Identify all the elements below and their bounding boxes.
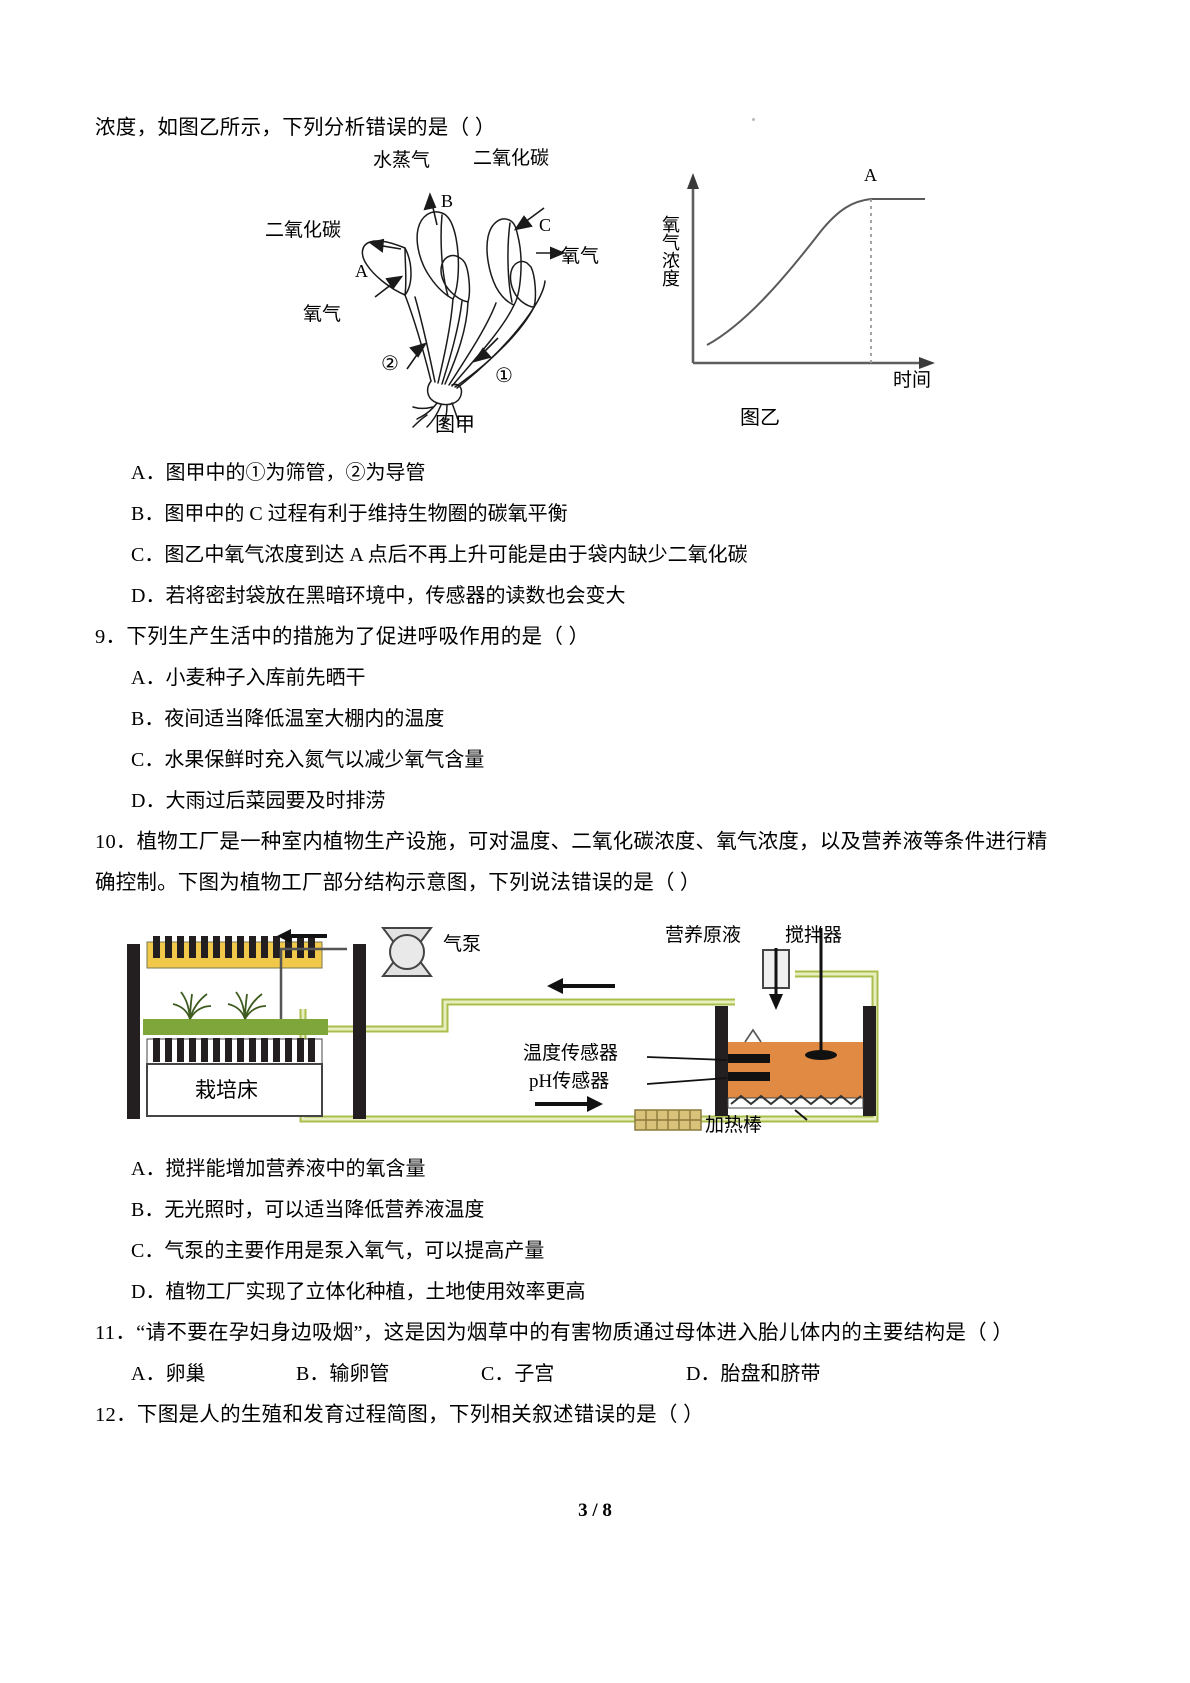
label-heating-rod: 加热棒 bbox=[705, 1115, 763, 1136]
label-o2-right: 氧气 bbox=[561, 246, 600, 267]
label-mark-b: B bbox=[441, 191, 454, 211]
label-ph-sensor: pH传感器 bbox=[529, 1071, 610, 1092]
figure-jia-plant-diagram: 水蒸气 二氧化碳 二氧化碳 氧气 氧气 A B C ② ① bbox=[255, 148, 599, 428]
q9-stem-text: 下列生产生活中的措施为了促进呼吸作用的是（ ） bbox=[126, 626, 590, 648]
q12-stem-text: 下图是人的生殖和发育过程简图，下列相关叙述错误的是（ ） bbox=[136, 1404, 704, 1426]
label-number-1: ① bbox=[495, 365, 513, 387]
stray-dot-artifact bbox=[752, 118, 755, 121]
chart-xlabel: 时间 bbox=[893, 370, 932, 391]
q8-figure-group: 水蒸气 二氧化碳 二氧化碳 氧气 氧气 A B C ② ① bbox=[95, 148, 1095, 453]
q10-number: 10． bbox=[95, 831, 137, 853]
label-water-vapor: 水蒸气 bbox=[373, 150, 431, 171]
q10-stem-line2: 确控制。下图为植物工厂部分结构示意图，下列说法错误的是（ ） bbox=[95, 872, 701, 894]
chart-ylabel: 氧气浓度 bbox=[660, 215, 680, 287]
figure-yi-chart: 氧气浓度 A 时间 bbox=[635, 163, 965, 423]
q11-option-a[interactable]: A．卵巢 bbox=[131, 1363, 206, 1385]
q9-stem: 9．下列生产生活中的措施为了促进呼吸作用的是（ ） bbox=[95, 617, 1095, 658]
label-number-2: ② bbox=[381, 353, 399, 375]
q8-option-c[interactable]: C．图乙中氧气浓度到达 A 点后不再上升可能是由于袋内缺少二氧化碳 bbox=[131, 544, 748, 566]
q8-option-a[interactable]: A．图甲中的①为筛管，②为导管 bbox=[131, 462, 426, 484]
label-mark-c: C bbox=[539, 215, 552, 235]
chart-point-label-a: A bbox=[864, 165, 877, 185]
q8-option-d[interactable]: D．若将密封袋放在黑暗环境中，传感器的读数也会变大 bbox=[131, 585, 626, 607]
label-nutrient-stock: 营养原液 bbox=[665, 925, 742, 946]
q8-stem-continued: 浓度，如图乙所示，下列分析错误的是（ ） bbox=[95, 117, 496, 139]
label-grow-bed: 栽培床 bbox=[195, 1078, 258, 1102]
q10-plant-factory-diagram: 气泵 营养原液 搅拌器 温度传感器 pH传感器 加热棒 栽培床 bbox=[95, 914, 1095, 1149]
q11-option-b[interactable]: B．输卵管 bbox=[296, 1363, 390, 1385]
q10-option-c[interactable]: C．气泵的主要作用是泵入氧气，可以提高产量 bbox=[131, 1240, 545, 1262]
page-footer: 3 / 8 bbox=[578, 1500, 612, 1521]
label-temperature-sensor: 温度传感器 bbox=[523, 1043, 619, 1064]
label-mark-a: A bbox=[355, 261, 368, 281]
q11-option-d[interactable]: D．胎盘和脐带 bbox=[686, 1363, 821, 1385]
q9-number: 9． bbox=[95, 626, 127, 648]
page-content: 浓度，如图乙所示，下列分析错误的是（ ） bbox=[95, 108, 1095, 1436]
q8-option-b[interactable]: B．图甲中的 C 过程有利于维持生物圈的碳氧平衡 bbox=[131, 503, 568, 525]
q10-option-b[interactable]: B．无光照时，可以适当降低营养液温度 bbox=[131, 1199, 485, 1221]
q12-stem: 12．下图是人的生殖和发育过程简图，下列相关叙述错误的是（ ） bbox=[95, 1395, 1095, 1436]
q10-stem-line1: 植物工厂是一种室内植物生产设施，可对温度、二氧化碳浓度、氧气浓度，以及营养液等条… bbox=[136, 831, 1048, 853]
label-stirrer: 搅拌器 bbox=[785, 925, 843, 946]
label-co2-left: 二氧化碳 bbox=[265, 220, 342, 241]
caption-figure-yi: 图乙 bbox=[740, 407, 780, 429]
q9-option-a[interactable]: A．小麦种子入库前先晒干 bbox=[131, 667, 366, 689]
q10-option-a[interactable]: A．搅拌能增加营养液中的氧含量 bbox=[131, 1158, 426, 1180]
q9-option-c[interactable]: C．水果保鲜时充入氮气以减少氧气含量 bbox=[131, 749, 485, 771]
q11-option-c[interactable]: C．子宫 bbox=[481, 1363, 555, 1385]
label-air-pump: 气泵 bbox=[443, 934, 482, 955]
label-o2-left: 氧气 bbox=[303, 304, 342, 325]
q9-option-d[interactable]: D．大雨过后菜园要及时排涝 bbox=[131, 790, 386, 812]
q10-option-d[interactable]: D．植物工厂实现了立体化种植，土地使用效率更高 bbox=[131, 1281, 586, 1303]
caption-figure-jia: 图甲 bbox=[435, 414, 475, 436]
q10-stem: 10．植物工厂是一种室内植物生产设施，可对温度、二氧化碳浓度、氧气浓度，以及营养… bbox=[95, 822, 1095, 863]
q11-stem: 11．“请不要在孕妇身边吸烟”，这是因为烟草中的有害物质通过母体进入胎儿体内的主… bbox=[95, 1313, 1095, 1354]
q12-number: 12． bbox=[95, 1404, 137, 1426]
label-co2-top: 二氧化碳 bbox=[473, 148, 550, 169]
q11-options-row: A．卵巢 B．输卵管 C．子宫 D．胎盘和脐带 bbox=[131, 1354, 1095, 1395]
q11-stem-text: “请不要在孕妇身边吸烟”，这是因为烟草中的有害物质通过母体进入胎儿体内的主要结构… bbox=[136, 1322, 1014, 1344]
q9-option-b[interactable]: B．夜间适当降低温室大棚内的温度 bbox=[131, 708, 445, 730]
q11-number: 11． bbox=[95, 1322, 137, 1344]
